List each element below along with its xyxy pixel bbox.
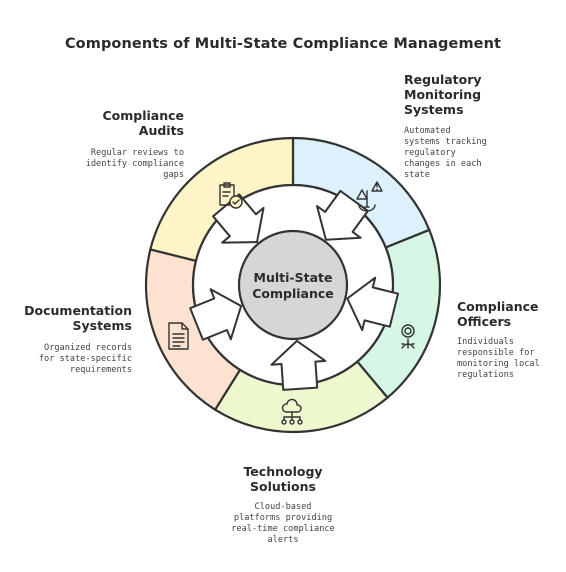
regulatory-desc-line: systems tracking: [404, 137, 487, 147]
technology-desc-line: real-time compliance: [231, 524, 335, 534]
center-label-line2: Compliance: [252, 286, 334, 301]
audits-title-line: Compliance: [102, 108, 184, 123]
audits-desc-line: Regular reviews to: [90, 148, 184, 158]
center-hub: [237, 229, 349, 341]
technology-description: Cloud-based platforms providing real-tim…: [203, 502, 363, 546]
regulatory-desc-line: Automated: [404, 126, 451, 136]
regulatory-title: Regulatory Monitoring Systems: [404, 72, 514, 117]
officers-title-line: Officers: [457, 314, 512, 329]
cloud-network-icon: [281, 398, 303, 425]
audits-title: Compliance Audits: [80, 108, 184, 138]
regulatory-title-line: Regulatory: [404, 72, 482, 87]
scales-alert-icon: [356, 181, 383, 212]
officers-desc-line: monitoring local: [457, 359, 540, 369]
regulatory-title-line: Systems: [404, 102, 464, 117]
technology-desc-line: Cloud-based: [254, 502, 312, 512]
documentation-description: Organized records for state-specific req…: [10, 343, 132, 376]
regulatory-description: Automated systems tracking regulatory ch…: [404, 126, 524, 181]
regulatory-desc-line: regulatory: [404, 148, 456, 158]
document-icon: [168, 322, 189, 350]
clipboard-check-icon: [219, 182, 243, 209]
technology-desc-line: alerts: [267, 535, 299, 545]
regulatory-title-line: Monitoring: [404, 87, 482, 102]
officers-desc-line: Individuals: [457, 337, 514, 347]
audits-description: Regular reviews to identify compliance g…: [60, 148, 184, 181]
documentation-title: Documentation Systems: [10, 303, 132, 333]
arrow-regulatory: [316, 189, 369, 241]
technology-title-line: Solutions: [250, 479, 316, 494]
officers-description: Individuals responsible for monitoring l…: [457, 337, 562, 381]
documentation-title-line: Systems: [72, 318, 132, 333]
officers-desc-line: responsible for: [457, 348, 535, 358]
officers-desc-line: regulations: [457, 370, 514, 380]
arrow-audits: [212, 193, 265, 244]
diagram-title: Components of Multi-State Compliance Man…: [64, 36, 502, 52]
technology-title-line: Technology: [243, 464, 323, 479]
documentation-title-line: Documentation: [24, 303, 132, 318]
audits-title-line: Audits: [138, 123, 184, 138]
center-label-line1: Multi-State: [254, 270, 333, 285]
arrow-officers: [346, 276, 399, 332]
documentation-desc-line: for state-specific: [38, 354, 132, 364]
regulatory-desc-line: changes in each: [404, 159, 482, 169]
documentation-desc-line: Organized records: [44, 343, 132, 353]
audits-desc-line: gaps: [163, 170, 184, 180]
officers-title: Compliance Officers: [457, 299, 557, 329]
technology-title: Technology Solutions: [213, 464, 353, 494]
documentation-desc-line: requirements: [69, 365, 132, 375]
audits-desc-line: identify compliance: [85, 159, 184, 169]
officer-badge-icon: [401, 324, 415, 349]
regulatory-desc-line: state: [404, 170, 430, 180]
technology-desc-line: platforms providing: [233, 513, 333, 523]
arrow-documentation: [189, 288, 243, 341]
officers-title-line: Compliance: [457, 299, 539, 314]
arrow-technology: [270, 339, 327, 391]
